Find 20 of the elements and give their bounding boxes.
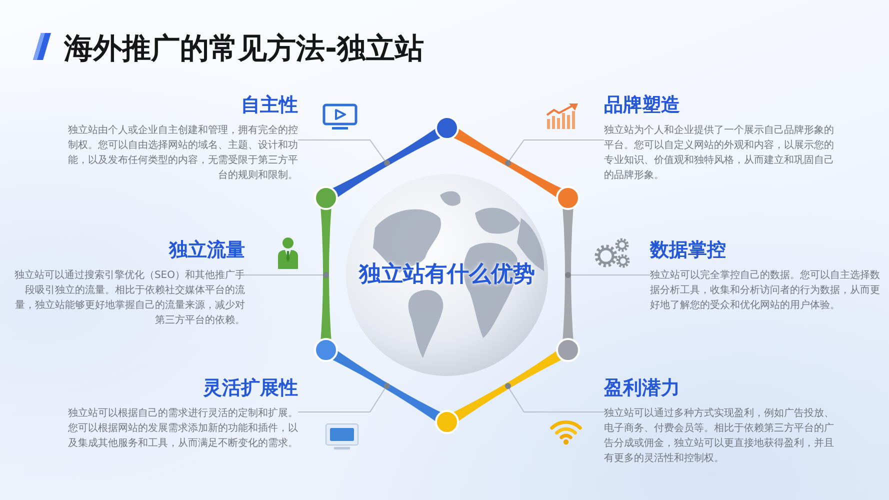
feature-description: 独立站可以通过多种方式实现盈利，例如广告投放、电子商务、付费会员等。相比于依赖第三方平台的广告分成或佣金，独立站可以更直接地获得盈利，并且有更多的灵活性和控制权。: [604, 406, 835, 466]
feature-heading: 盈利潜力: [604, 376, 680, 400]
globe-title: 独立站有什么优势: [359, 261, 535, 289]
leader-line: [508, 140, 604, 162]
feature-heading: 独立流量: [169, 238, 245, 262]
leader-line: [570, 274, 650, 276]
feature-heading: 自主性: [241, 93, 298, 117]
leader-line: [298, 388, 386, 412]
feature-description: 独立站由个人或企业自主创建和管理，拥有完全的控制权。您可以自由选择网站的域名、主题、设计和功能，以及发布任何类型的内容，无需受限于第三方平台的规则和限制。: [67, 124, 298, 183]
feature-description: 独立站可以通过搜索引擎优化（SEO）和其他推广手段吸引独立的流量。相比于依赖社交媒体平台的流量，独立站能够更好地掌握自己的流量来源，减少对第三方平台的依赖。: [13, 268, 245, 328]
leader-line: [508, 388, 604, 412]
feature-description: 独立站可以根据自己的需求进行灵活的定制和扩展。您可以根据网站的发展需求添加新的功能和插件，以及集成其他服务和工具，从而满足不断变化的需求。: [67, 406, 298, 451]
feature-description: 独立站为个人和企业提供了一个展示自己品牌形象的平台。您可以自定义网站的外观和内容，以展示您的专业知识、价值观和独特风格，从而建立和巩固自己的品牌形象。: [604, 124, 835, 183]
leader-line: [244, 274, 324, 276]
feature-heading: 品牌塑造: [604, 93, 680, 117]
leader-line: [298, 140, 386, 162]
page-title: 海外推广的常见方法-独立站: [64, 30, 424, 67]
feature-heading: 数据掌控: [650, 238, 726, 262]
feature-description: 独立站可以完全掌控自己的数据。您可以自主选择数据分析工具，收集和分析访问者的行为数据，从而更好地了解您的受众和优化网站的用户体验。: [650, 268, 881, 313]
feature-heading: 灵活扩展性: [203, 376, 298, 400]
